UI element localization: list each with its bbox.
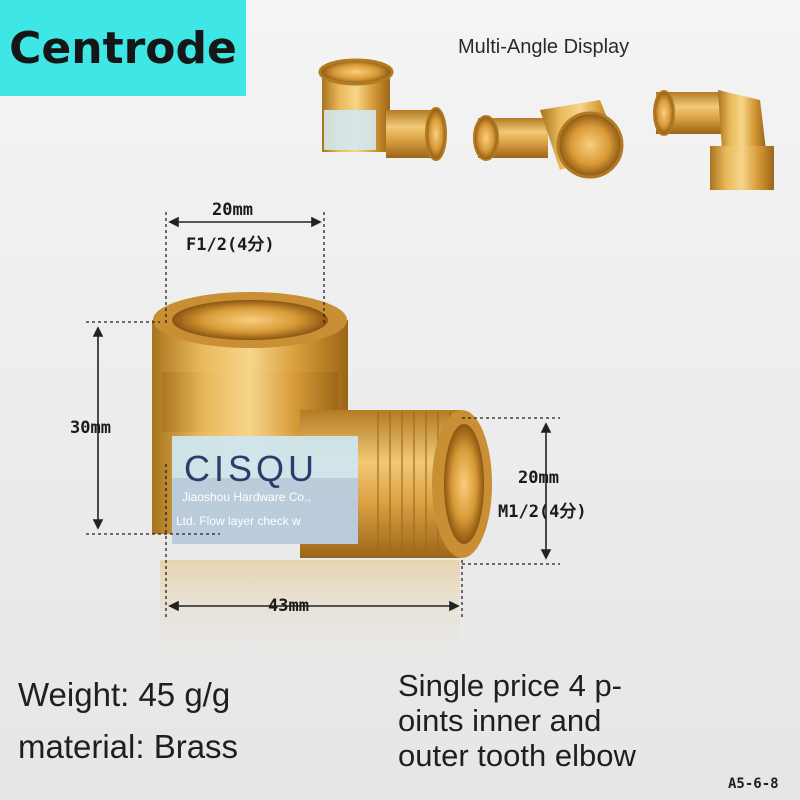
description-line-2: oints inner and (398, 703, 602, 738)
sticker-company-line-2: Ltd. Flow layer check w (176, 514, 301, 528)
dimension-arrows (92, 216, 552, 612)
dimension-guides (86, 212, 560, 620)
thumbnail-view-2 (473, 100, 624, 179)
top-size-label: 20mm (212, 200, 253, 220)
height-label: 30mm (70, 418, 111, 438)
right-size-label: 20mm (518, 468, 559, 488)
description-line-1: Single price 4 p- (398, 668, 623, 703)
multi-angle-label: Multi-Angle Display (458, 36, 630, 58)
sticker-brand: CISQU (184, 448, 319, 489)
material-spec: material: Brass (18, 728, 239, 765)
thumbnail-view-1 (318, 58, 447, 161)
product-code: A5-6-8 (728, 776, 779, 792)
description-line-3: outer tooth elbow (398, 738, 636, 773)
top-thread-label: F1/2(4分) (186, 235, 275, 255)
sticker-company-line-1: Jiaoshou Hardware Co., (182, 490, 311, 504)
elbow-fitting (152, 292, 492, 670)
product-description: Single price 4 p- oints inner and outer … (398, 668, 698, 773)
thumbnail-view-3 (653, 90, 774, 190)
weight-spec: Weight: 45 g/g (18, 676, 231, 713)
right-thread-label: M1/2(4分) (498, 502, 587, 522)
length-label: 43mm (268, 596, 309, 616)
brand-name: Centrode (9, 22, 237, 74)
brand-banner: Centrode (0, 0, 246, 96)
